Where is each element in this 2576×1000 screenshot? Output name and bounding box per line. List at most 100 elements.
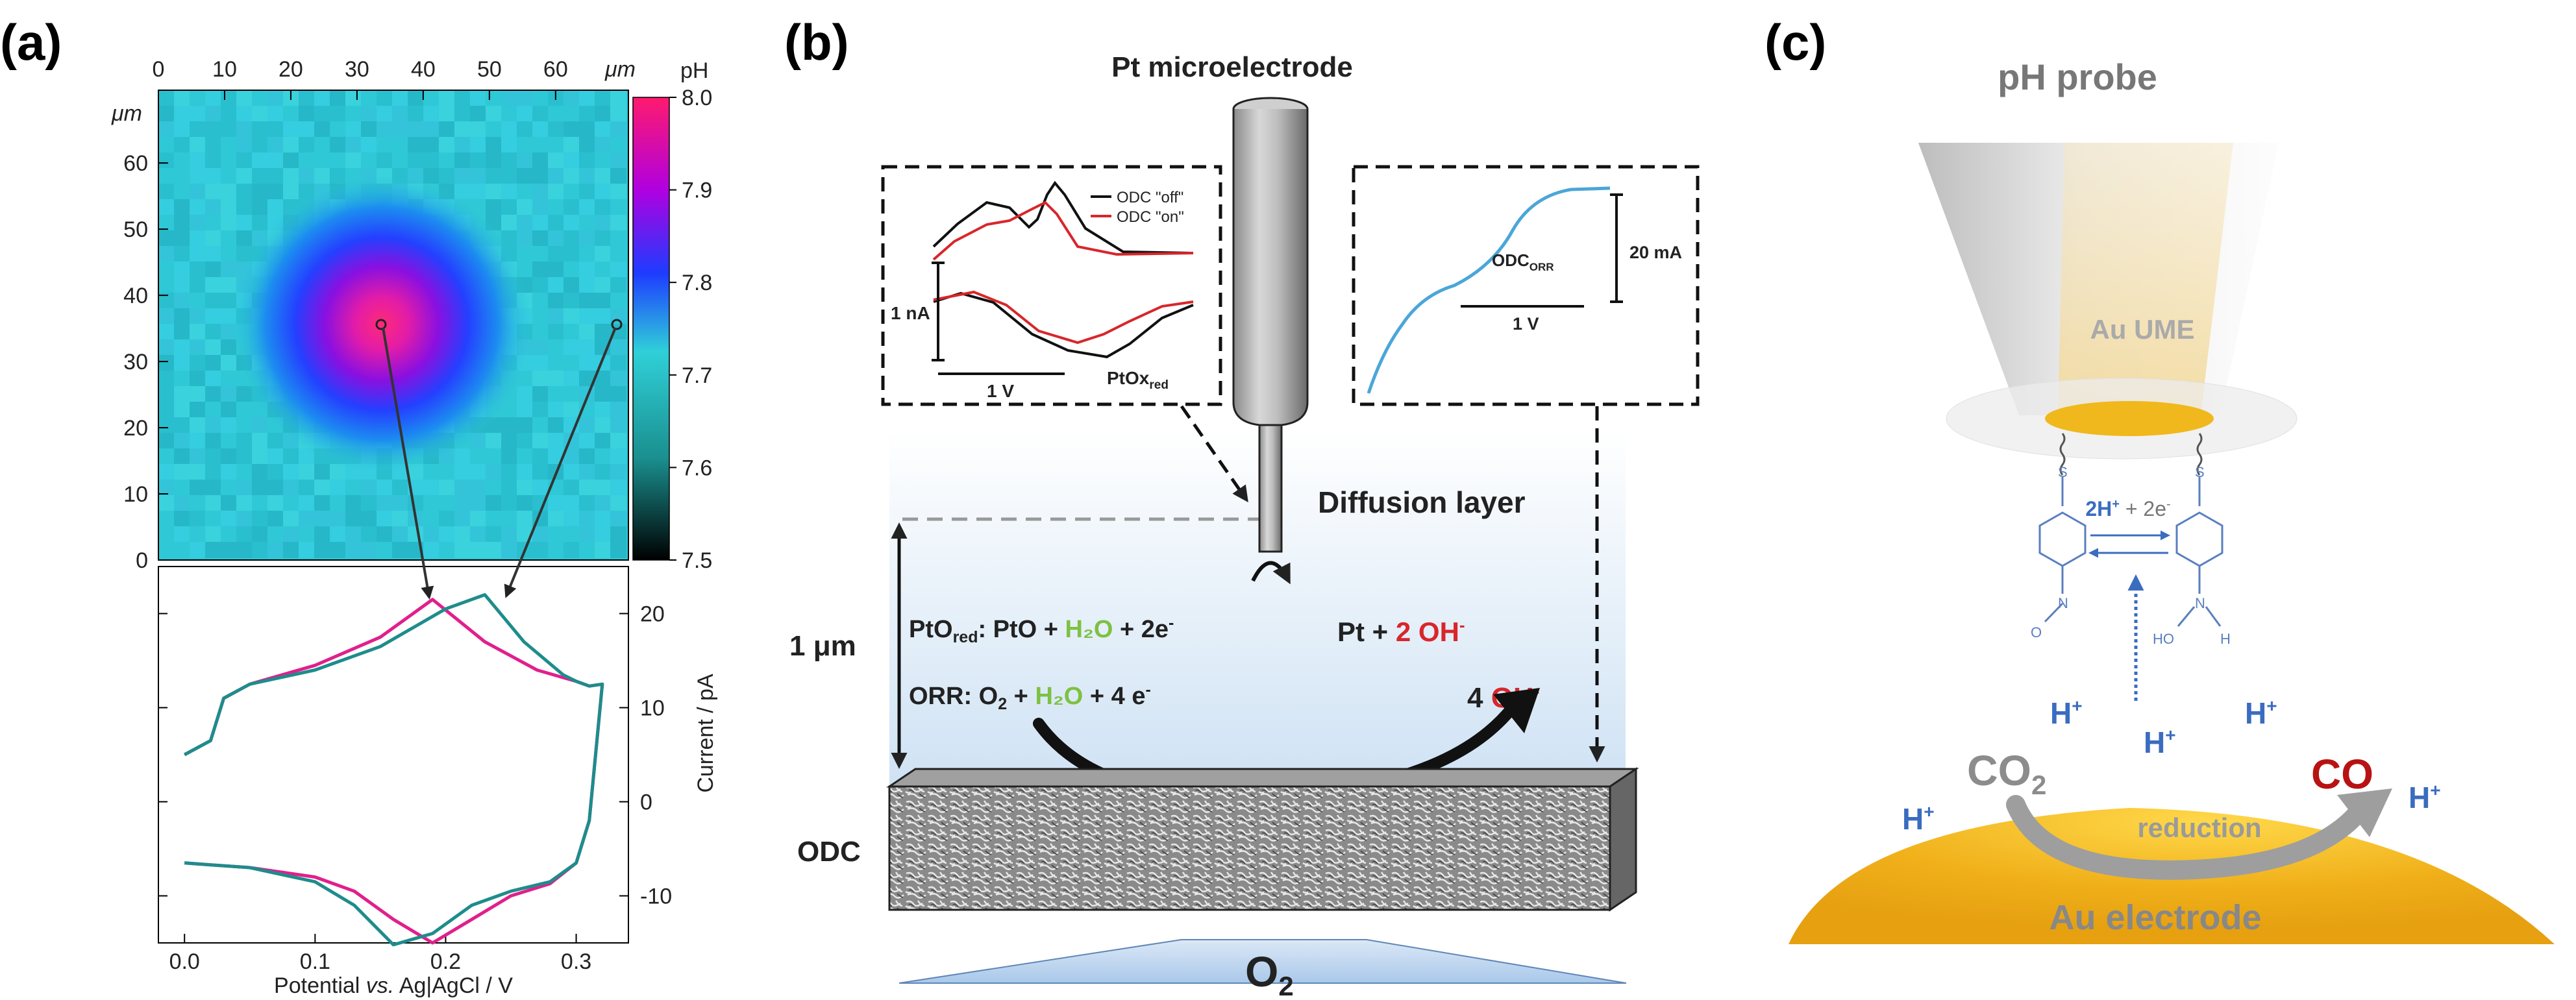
inset-orr: ODCORR 20 mA 1 V <box>1352 165 1700 406</box>
map-pixel <box>610 448 626 465</box>
map-pixel <box>174 184 190 200</box>
map-pixel <box>205 246 221 262</box>
map-pixel <box>610 121 626 138</box>
map-pixel <box>314 542 330 558</box>
map-pixel <box>377 121 393 138</box>
map-pixel <box>190 511 206 527</box>
map-pixel <box>377 152 393 169</box>
colorbar-tick-label: 7.5 <box>682 548 712 573</box>
map-pixel <box>221 90 237 106</box>
map-pixel <box>345 495 362 511</box>
map-pixel <box>174 324 190 340</box>
map-pixel <box>158 137 175 153</box>
map-pixel <box>532 230 549 247</box>
map-pixel <box>532 355 549 371</box>
cv-y-tick-label: 20 <box>640 602 665 627</box>
map-pixel <box>470 168 486 184</box>
map-pixel <box>221 277 237 293</box>
map-pixel <box>174 464 190 480</box>
map-pixel <box>236 433 253 449</box>
map-pixel <box>579 339 595 356</box>
map-pixel <box>283 152 299 169</box>
map-pixel <box>190 308 206 324</box>
map-pixel <box>190 355 206 371</box>
map-pixel <box>564 480 580 496</box>
map-pixel <box>330 106 346 122</box>
map-pixel <box>610 277 626 293</box>
map-pixel <box>236 199 253 215</box>
map-pixel <box>190 433 206 449</box>
map-pixel <box>579 121 595 138</box>
map-pixel <box>392 542 408 558</box>
map-pixel <box>299 137 315 153</box>
map-pixel <box>610 215 626 231</box>
map-pixel <box>595 137 611 153</box>
map-pixel <box>501 199 517 215</box>
map-pixel <box>205 355 221 371</box>
map-pixel <box>548 199 564 215</box>
map-pixel <box>190 402 206 418</box>
map-pixel <box>517 511 533 527</box>
map-pixel <box>174 106 190 122</box>
map-pixel <box>205 386 221 402</box>
map-pixel <box>548 308 564 324</box>
map-pixel <box>267 542 284 558</box>
map-pixel <box>532 339 549 356</box>
map-pixel <box>564 511 580 527</box>
map-pixel <box>564 137 580 153</box>
right-s-label: S <box>2195 464 2205 480</box>
map-pixel <box>174 168 190 184</box>
colorbar-ticks: 8.07.97.87.77.67.5 <box>669 86 712 573</box>
map-pixel <box>314 480 330 496</box>
map-pixel <box>190 480 206 496</box>
map-pixel <box>486 448 502 465</box>
map-pixel <box>221 184 237 200</box>
map-pixel <box>158 355 175 371</box>
inset-orr-frame <box>1352 165 1700 406</box>
map-pixel <box>486 526 502 543</box>
map-pixel <box>610 511 626 527</box>
map-pixel <box>221 542 237 558</box>
inset-cv-on-top <box>932 201 1194 261</box>
map-pixel <box>470 495 486 511</box>
map-pixel <box>361 511 377 527</box>
map-pixel <box>174 199 190 215</box>
inset1-scale-y: 1 nA <box>891 303 930 323</box>
map-pixel <box>595 106 611 122</box>
map-pixel <box>392 121 408 138</box>
map-pixel <box>610 246 626 262</box>
odc-top-face <box>886 768 1639 788</box>
map-pixel <box>610 526 626 543</box>
map-pixel <box>158 230 175 247</box>
map-pixel <box>517 464 533 480</box>
map-pixel <box>377 511 393 527</box>
map-pixel <box>330 542 346 558</box>
map-pixel <box>158 386 175 402</box>
inset-cv-off-bottom <box>933 291 1194 359</box>
map-pixel <box>501 464 517 480</box>
map-pixel <box>361 480 377 496</box>
map-pixel <box>190 184 206 200</box>
map-pixel <box>564 168 580 184</box>
map-pixel <box>532 433 549 449</box>
map-pixel <box>439 152 455 169</box>
legend-on: ODC "on" <box>1117 208 1184 226</box>
au-ume-shaft <box>2058 143 2233 415</box>
map-pixel <box>190 230 206 247</box>
map-pixel <box>392 90 408 106</box>
map-pixel <box>283 168 299 184</box>
map-pixel <box>579 168 595 184</box>
map-pixel <box>174 215 190 231</box>
map-pixel <box>610 495 626 511</box>
map-pixel <box>579 106 595 122</box>
map-pixel <box>361 152 377 169</box>
pt-microelectrode <box>1232 97 1309 585</box>
odc-slab: ODC <box>797 767 1639 912</box>
map-pixel <box>595 417 611 433</box>
map-pixel <box>548 246 564 262</box>
map-pixel <box>548 277 564 293</box>
map-pixel <box>190 90 206 106</box>
map-pixel <box>470 121 486 138</box>
au-electrode-label: Au electrode <box>2049 898 2261 937</box>
map-pixel <box>470 184 486 200</box>
